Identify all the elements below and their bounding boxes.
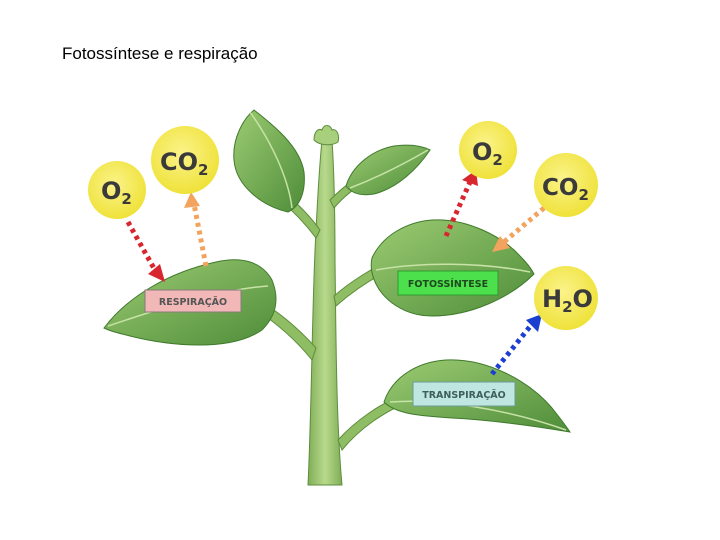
plant-stem bbox=[308, 140, 342, 485]
photosynthesis-label: FOTOSSÍNTESE bbox=[398, 271, 498, 295]
o2-left-circle: O2 bbox=[88, 161, 146, 219]
svg-text:TRANSPIRAÇÃO: TRANSPIRAÇÃO bbox=[422, 390, 506, 401]
arrow-transpiration-to-h2o bbox=[492, 314, 542, 374]
arrow-respiration-to-co2 bbox=[184, 192, 206, 266]
co2-right-circle: CO2 bbox=[534, 153, 598, 217]
arrow-co2-to-photosynthesis bbox=[492, 208, 544, 252]
o2-right-circle: O2 bbox=[459, 121, 517, 179]
svg-text:FOTOSSÍNTESE: FOTOSSÍNTESE bbox=[408, 278, 488, 290]
transpiration-label: TRANSPIRAÇÃO bbox=[413, 382, 515, 406]
leaf-top-right bbox=[346, 145, 430, 195]
plant-bud bbox=[314, 126, 339, 145]
h2o-circle: H2O bbox=[534, 266, 598, 330]
arrow-o2-to-respiration bbox=[128, 222, 165, 282]
respiration-label: RESPIRAÇÃO bbox=[145, 290, 241, 312]
leaf-top-left bbox=[234, 110, 305, 212]
svg-text:RESPIRAÇÃO: RESPIRAÇÃO bbox=[159, 297, 227, 308]
co2-left-circle: CO2 bbox=[151, 126, 219, 194]
